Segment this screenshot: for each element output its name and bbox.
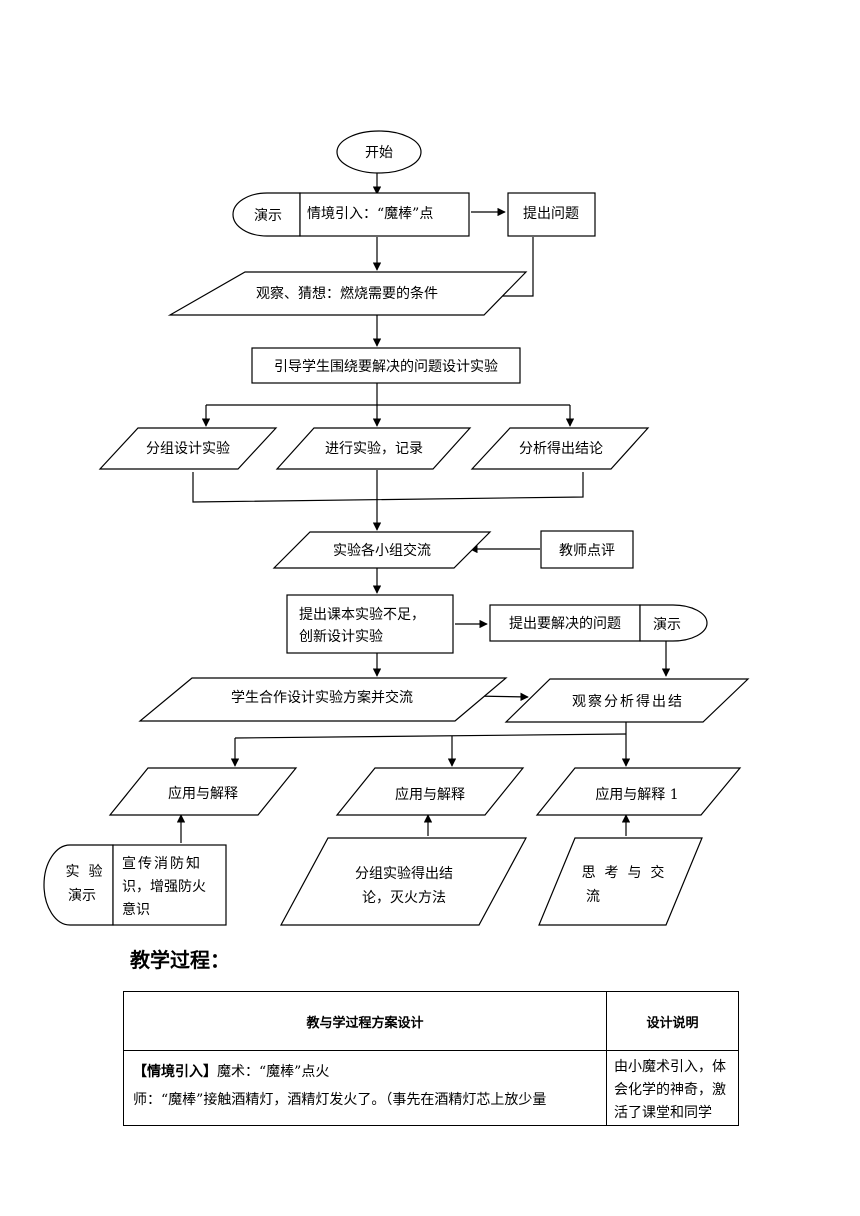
apply-label-1: 应用与解释 xyxy=(168,785,238,802)
row1-note-line3: 活了课堂和同学 xyxy=(614,1105,712,1121)
start-label: 开始 xyxy=(365,145,393,161)
row1-note: 由小魔术引入，体 会化学的神奇，激 活了课堂和同学 xyxy=(606,1050,739,1126)
header-left: 教与学过程方案设计 xyxy=(123,991,607,1051)
demo-top-label: 演示 xyxy=(254,208,282,224)
point-out-label-1: 提出课本实验不足， xyxy=(299,607,425,623)
analyze-conclude-shape xyxy=(470,427,650,470)
group-exchange-label: 实验各小组交流 xyxy=(333,542,431,559)
think-label-2: 流 xyxy=(586,889,600,905)
point-out-box xyxy=(286,594,454,654)
observe-guess-shape xyxy=(167,271,528,316)
conclusion-shape xyxy=(279,837,528,926)
exp-demo-shape xyxy=(43,844,114,926)
point-out-label-2: 创新设计实验 xyxy=(299,629,383,645)
exp-demo-label-2: 演示 xyxy=(68,888,96,904)
apply-shape-3 xyxy=(535,767,742,816)
apply-shape-1 xyxy=(108,767,298,816)
apply-label-3: 应用与解释 1 xyxy=(595,786,678,803)
connectors xyxy=(176,173,671,843)
row1-content: 【情境引入】魔术：“魔棒”点火 师：“魔棒”接触酒精灯，酒精灯发火了。（事先在酒… xyxy=(123,1050,607,1126)
cooperate-design-label: 学生合作设计实验方案并交流 xyxy=(231,689,413,706)
demo-mid-shape xyxy=(639,604,708,642)
group-exchange-shape xyxy=(272,531,492,569)
raise-question-label: 提出问题 xyxy=(523,206,579,222)
row1-tag: 【情境引入】 xyxy=(133,1064,217,1080)
apply-label-2: 应用与解释 xyxy=(395,786,465,803)
think-label-1: 思 考 与 交 xyxy=(582,864,665,881)
do-experiment-label: 进行实验，记录 xyxy=(325,441,423,457)
flowchart: 开始 演示 情境引入：“魔棒”点 提出问题 观察、猜想：燃烧需要的条件 引导学生… xyxy=(43,130,750,926)
problem-to-solve-label: 提出要解决的问题 xyxy=(509,616,621,632)
guide-design-box xyxy=(251,347,521,384)
fire-label-1: 宣传消防知 xyxy=(122,855,202,872)
table-header-row: 教与学过程方案设计 设计说明 xyxy=(123,991,739,1051)
cooperate-design-shape xyxy=(138,677,508,722)
exp-demo-label-1: 实 验 xyxy=(66,864,103,880)
row1-line1: 【情境引入】魔术：“魔棒”点火 xyxy=(133,1058,599,1086)
demo-top-shape xyxy=(232,192,301,237)
observe-guess-label: 观察、猜想：燃烧需要的条件 xyxy=(256,285,438,302)
teacher-review-label: 教师点评 xyxy=(559,543,615,559)
observe-analyze-label: 观察分析得出结 xyxy=(572,693,684,710)
think-exchange-shape xyxy=(538,837,703,926)
teaching-plan-table: 教与学过程方案设计 设计说明 【情境引入】魔术：“魔棒”点火 师：“魔棒”接触酒… xyxy=(123,991,739,1126)
row1-note-line1: 由小魔术引入，体 xyxy=(614,1059,726,1075)
group-design-shape xyxy=(98,427,278,470)
fire-safety-box xyxy=(112,844,227,926)
fire-label-3: 意识 xyxy=(122,901,150,918)
scene-intro-label: 情境引入：“魔棒”点 xyxy=(307,206,433,222)
table-row: 【情境引入】魔术：“魔棒”点火 师：“魔棒”接触酒精灯，酒精灯发火了。（事先在酒… xyxy=(123,1050,739,1126)
row1-title: 魔术：“魔棒”点火 xyxy=(217,1064,330,1080)
do-experiment-shape xyxy=(275,427,472,470)
row1-note-line2: 会化学的神奇，激 xyxy=(614,1082,726,1098)
conclusion-label-2: 论，灭火方法 xyxy=(362,890,446,906)
group-design-label: 分组设计实验 xyxy=(146,441,230,457)
guide-design-label: 引导学生围绕要解决的问题设计实验 xyxy=(274,359,498,375)
demo-mid-label: 演示 xyxy=(653,617,681,633)
apply-shape-2 xyxy=(335,767,525,816)
fire-label-2: 识，增强防火 xyxy=(122,879,206,895)
start-terminal xyxy=(336,130,422,174)
scene-intro-box xyxy=(299,192,470,237)
teacher-review-box xyxy=(540,530,634,569)
section-title: 教学过程： xyxy=(130,948,230,972)
analyze-conclude-label: 分析得出结论 xyxy=(519,440,603,457)
header-right: 设计说明 xyxy=(606,991,739,1051)
observe-analyze-shape xyxy=(504,678,750,723)
raise-question-box xyxy=(507,192,596,237)
conclusion-label-1: 分组实验得出结 xyxy=(355,865,453,882)
row1-line2: 师：“魔棒”接触酒精灯，酒精灯发火了。（事先在酒精灯芯上放少量 xyxy=(133,1092,547,1108)
